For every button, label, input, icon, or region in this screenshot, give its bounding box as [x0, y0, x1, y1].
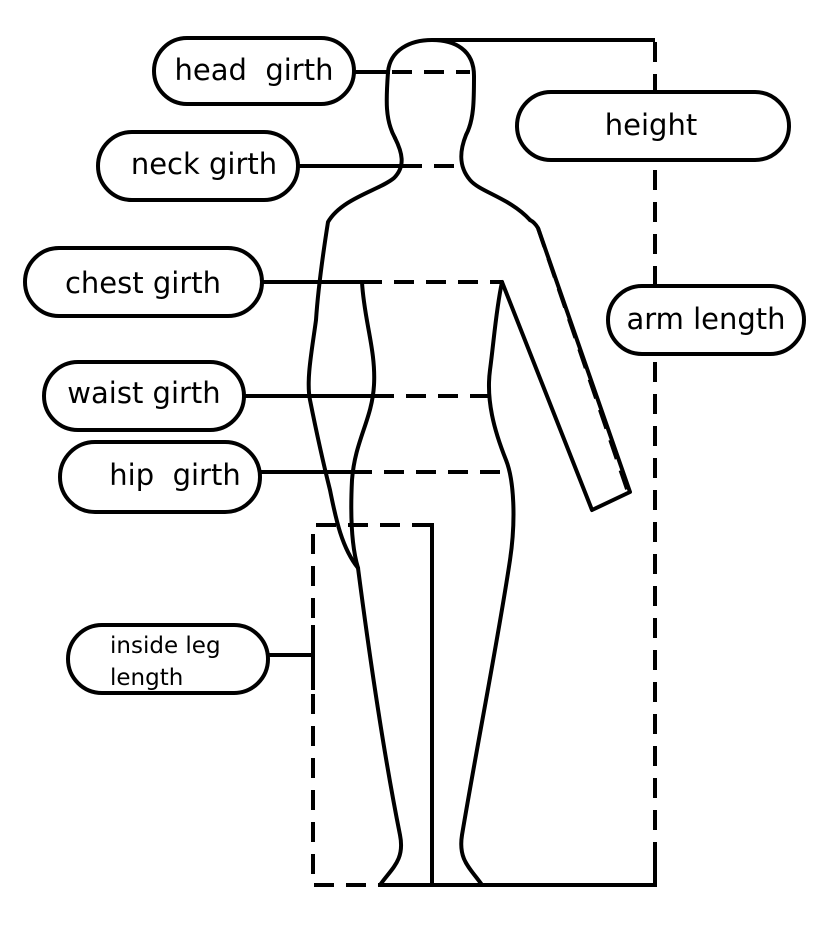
waist-girth-pill: [42, 360, 246, 432]
figure-left-shoulder: [306, 136, 404, 570]
chest-girth-text: chest girth: [65, 266, 221, 300]
neck-girth-text: neck girth: [131, 147, 277, 181]
waist-girth-text: waist girth: [67, 376, 220, 410]
chest-girth-pill: [23, 246, 264, 318]
arm-length-dashed-line: [536, 227, 630, 493]
label-chest-girth: chest girth: [23, 246, 264, 318]
hip-girth-text: hip girth: [109, 458, 240, 492]
inside-leg-bracket: [268, 523, 434, 887]
head-girth-text: head girth: [175, 53, 334, 87]
figure-right-leg: [430, 280, 516, 887]
arm-length-text: arm length: [626, 302, 785, 336]
label-waist-girth: waist girth: [42, 360, 246, 432]
head-girth-pill: [152, 36, 356, 106]
label-arm-length: arm length: [606, 284, 806, 356]
label-height: height: [515, 90, 791, 162]
height-bracket: [432, 38, 657, 887]
inside-leg-dashed-box: [311, 523, 432, 887]
height-text: height: [605, 108, 697, 142]
figure-right-arm: [500, 218, 632, 512]
inside-leg-pill: [66, 623, 270, 695]
inside-leg-text-line2: length: [110, 665, 183, 691]
inside-leg-text-line1: inside leg: [110, 633, 221, 659]
hip-girth-pill: [58, 440, 262, 514]
label-neck-girth: neck girth: [96, 130, 300, 202]
girth-lines: [244, 70, 512, 474]
figure-left-leg: [356, 566, 434, 887]
label-hip-girth: hip girth: [58, 440, 262, 514]
label-inside-leg-length: inside leg length: [66, 623, 270, 695]
neck-girth-pill: [96, 130, 300, 202]
height-pill: [515, 90, 791, 162]
figure-head: [384, 38, 532, 222]
label-head-girth: head girth: [152, 36, 356, 106]
arm-length-pill: [606, 284, 806, 356]
figure-left-torso: [349, 280, 377, 570]
